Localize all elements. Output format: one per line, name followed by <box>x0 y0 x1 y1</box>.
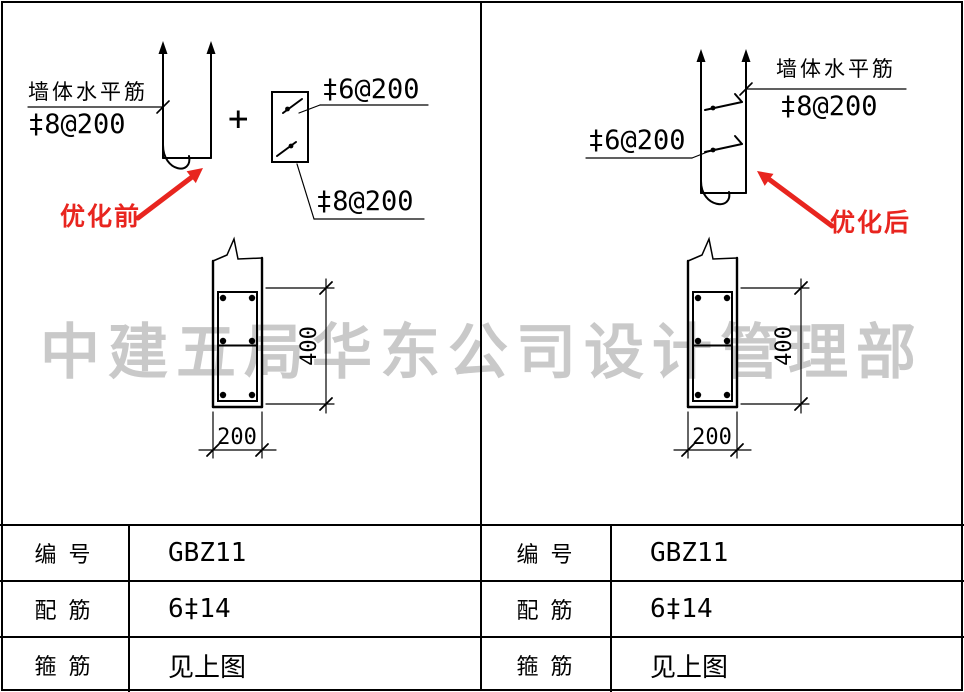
table-row: 配 筋 6‡14 <box>0 580 482 636</box>
table-row-label: 配 筋 <box>0 582 130 636</box>
stirrup-detail-before <box>271 91 429 220</box>
vertical-bar-spec-left: ‡8@200 <box>316 186 414 217</box>
wall-bar-spec-left: ‡8@200 <box>28 109 126 140</box>
tie-spec-right: ‡6@200 <box>588 125 686 156</box>
table-row-value: 6‡14 <box>168 594 231 624</box>
height-dimension-right: 400 <box>772 326 797 366</box>
rebar-detail-after <box>585 49 907 206</box>
section-view-right <box>686 236 739 409</box>
watermark: 中建五局华东公司设计管理部 <box>40 319 924 386</box>
wall-bar-spec-right: ‡8@200 <box>780 91 878 122</box>
wall-horizontal-bar-label-right: 墙体水平筋 <box>776 58 896 81</box>
table-row-label: 编 号 <box>0 526 130 580</box>
rebar-detail-before-wall-bar <box>27 41 216 170</box>
width-dimension-right: 200 <box>692 425 732 450</box>
table-row-label: 箍 筋 <box>0 638 130 692</box>
table-row-label: 配 筋 <box>482 582 612 636</box>
spec-table-left: 编 号 GBZ11 配 筋 6‡14 箍 筋 见上图 <box>0 524 482 692</box>
table-row-value: GBZ11 <box>168 538 247 568</box>
table-row-label: 箍 筋 <box>482 638 612 692</box>
table-row: 箍 筋 见上图 <box>482 636 964 692</box>
dimension-width-left: 200 <box>198 411 277 459</box>
red-arrow-before <box>135 168 203 221</box>
tie-spec-left: ‡6@200 <box>322 74 420 105</box>
table-row: 编 号 GBZ11 <box>482 524 964 580</box>
spec-table-right: 编 号 GBZ11 配 筋 6‡14 箍 筋 见上图 <box>482 524 964 692</box>
table-row: 编 号 GBZ11 <box>0 524 482 580</box>
red-arrow-after <box>757 171 835 229</box>
table-row-value: GBZ11 <box>650 538 729 568</box>
stage-label-after: 优化后 <box>830 209 912 237</box>
table-row: 配 筋 6‡14 <box>482 580 964 636</box>
dimension-height-right: 400 <box>740 278 810 414</box>
table-row: 箍 筋 见上图 <box>0 636 482 692</box>
table-row-label: 编 号 <box>482 526 612 580</box>
table-row-value: 见上图 <box>168 652 247 683</box>
height-dimension-left: 400 <box>297 326 322 366</box>
dimension-height-left: 400 <box>265 278 335 414</box>
table-row-value: 6‡14 <box>650 594 713 624</box>
table-row-value: 见上图 <box>650 652 729 683</box>
section-view-left <box>211 236 264 409</box>
stage-label-before: 优化前 <box>60 203 142 231</box>
wall-horizontal-bar-label-left: 墙体水平筋 <box>28 81 148 104</box>
plus-sign: + <box>228 99 249 139</box>
panel-divider <box>480 2 482 690</box>
drawing-linework: 400 200 <box>27 41 907 459</box>
width-dimension-left: 200 <box>217 425 257 450</box>
dimension-width-right: 200 <box>673 411 752 459</box>
